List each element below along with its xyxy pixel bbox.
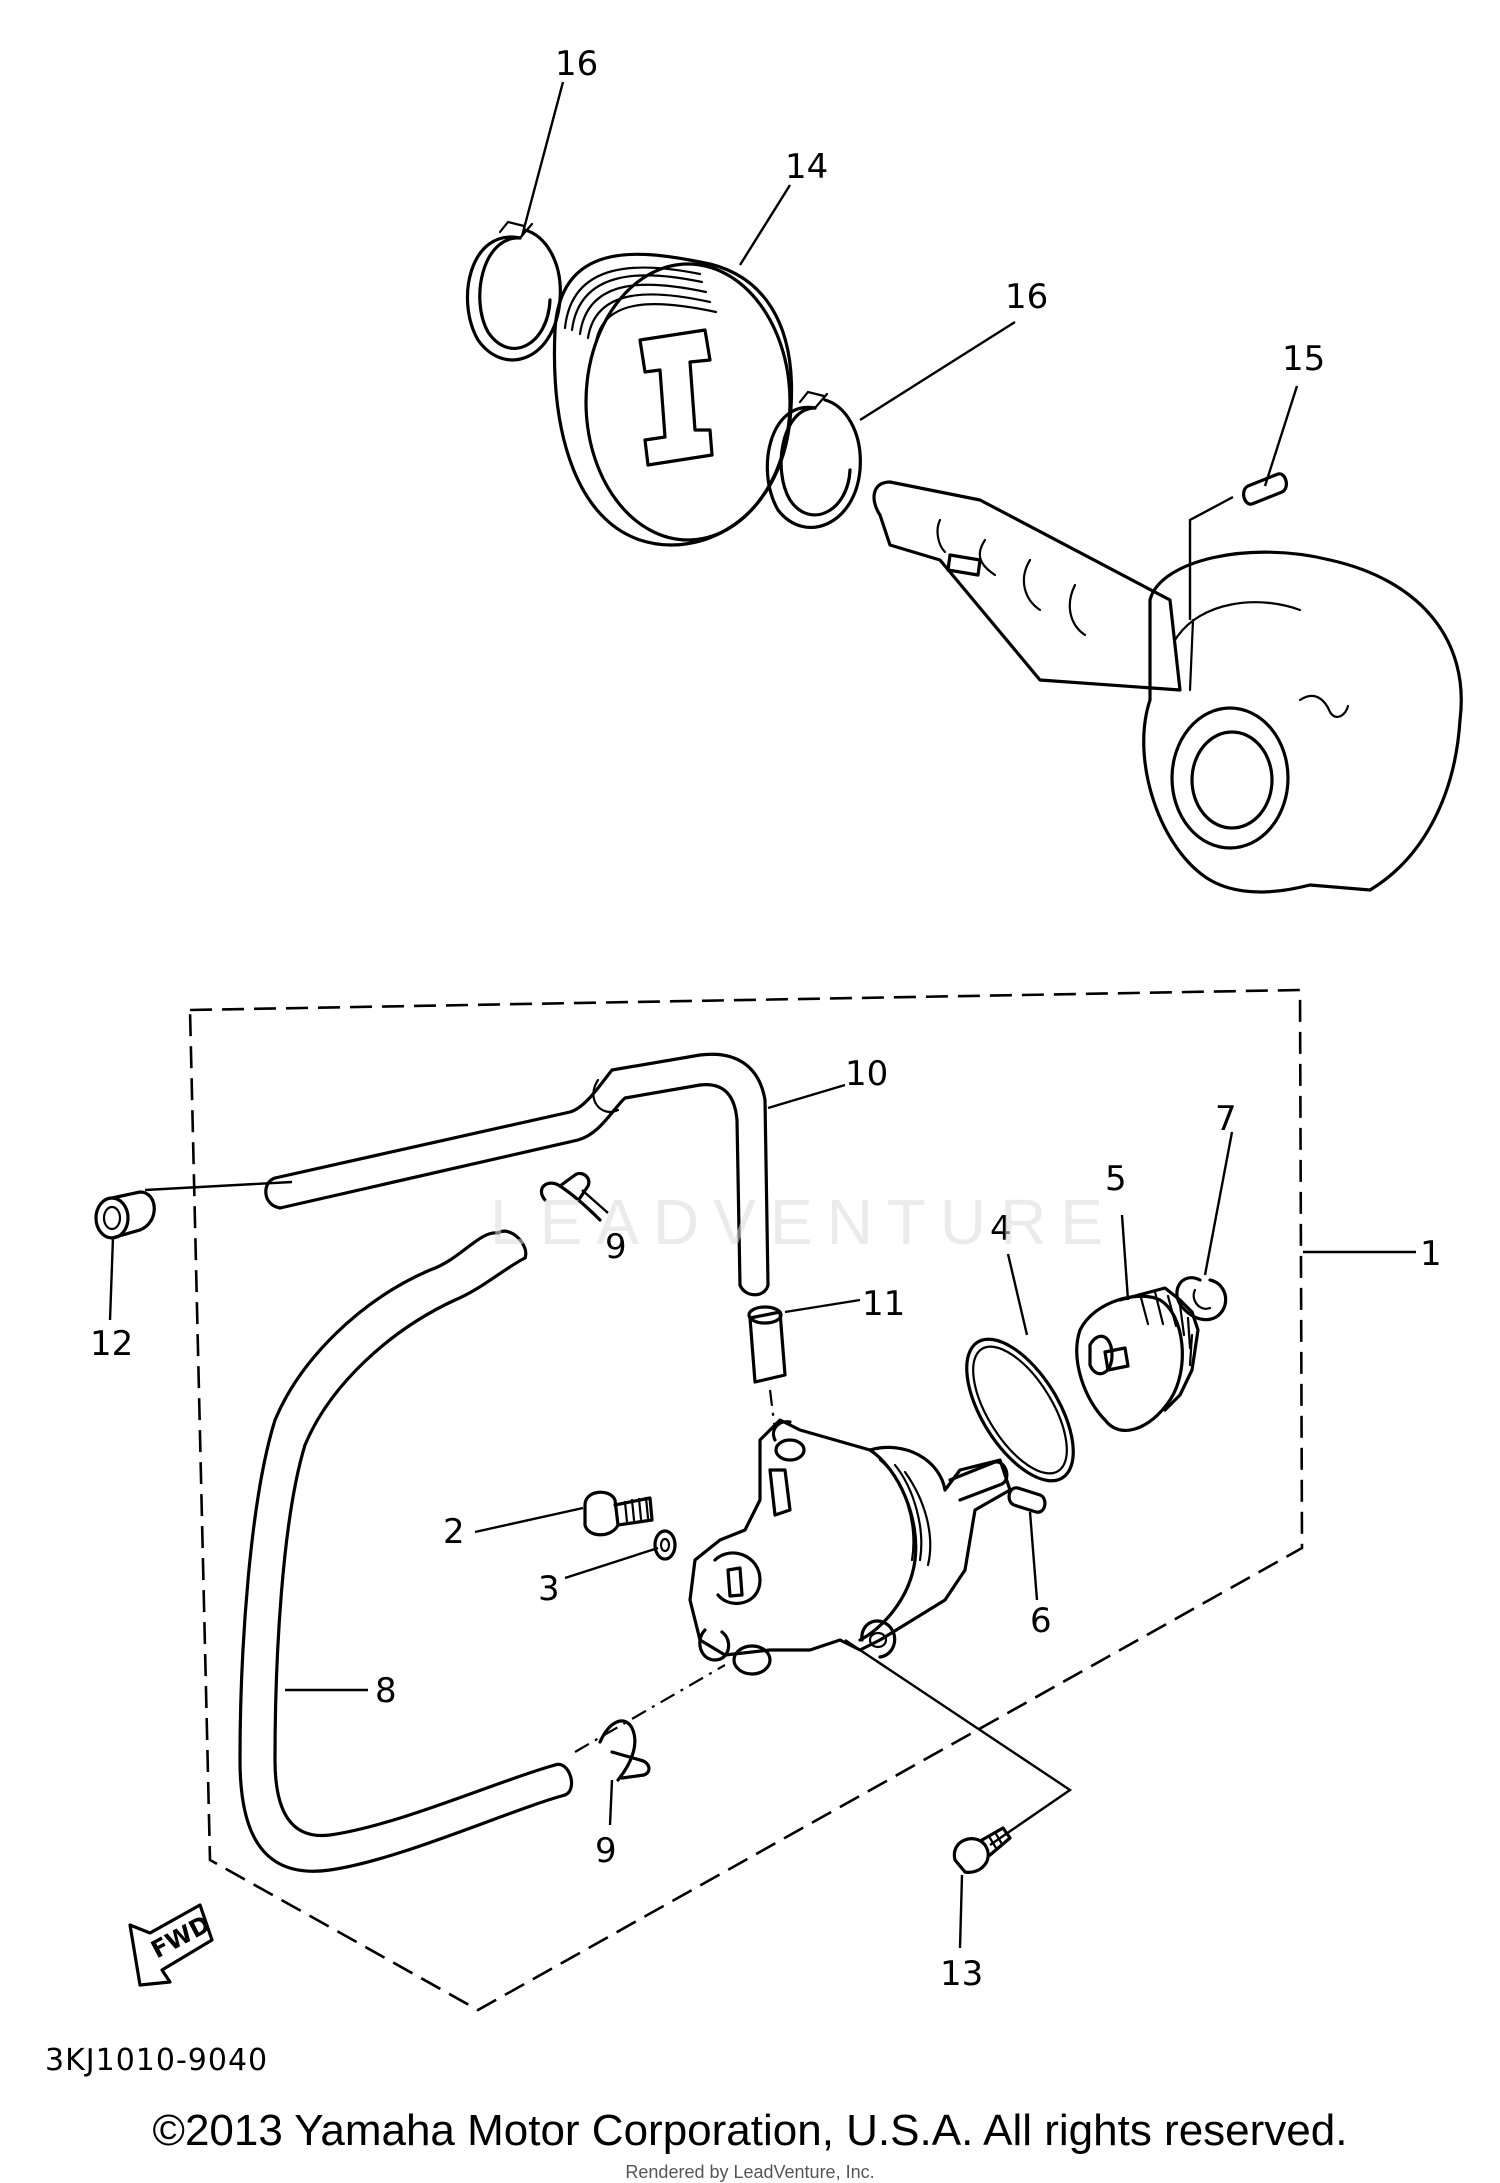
callout-10: 10: [845, 1054, 888, 1094]
pin-6: [1007, 1486, 1047, 1514]
o-ring-4: [965, 1337, 1075, 1483]
rendered-by-notice: Rendered by LeadVenture, Inc.: [625, 2162, 875, 2182]
hose-10: [264, 1052, 770, 1297]
callout-5: 5: [1105, 1159, 1127, 1199]
callout-15: 15: [1282, 339, 1325, 379]
assembly-boundary: [188, 988, 1304, 2012]
impeller-shaft-assembly: [872, 480, 1463, 894]
circlip-16-right: [765, 390, 862, 529]
callout-14: 14: [785, 147, 828, 187]
leader-lines: [108, 81, 1416, 1949]
callout-2: 2: [443, 1512, 465, 1552]
pin-15: [1242, 472, 1288, 506]
fwd-arrow: FWD: [128, 1903, 215, 1987]
callout-9-lower: 9: [595, 1831, 617, 1871]
alignment-line-upper: [768, 1389, 777, 1431]
callout-8: 8: [375, 1671, 397, 1711]
circlip-7: [1175, 1276, 1228, 1322]
hose-clip-9-upper: [539, 1171, 602, 1222]
callout-7: 7: [1215, 1099, 1237, 1139]
callout-9-upper: 9: [605, 1227, 627, 1267]
callout-16-upper-right: 16: [1005, 277, 1048, 317]
hose-8: [238, 1229, 574, 1873]
callout-13: 13: [940, 1954, 983, 1994]
screw-13: [952, 1826, 1012, 1874]
copyright-notice: ©2013 Yamaha Motor Corporation, U.S.A. A…: [152, 2106, 1348, 2155]
washer-3: [653, 1529, 677, 1561]
callout-12: 12: [90, 1324, 133, 1364]
alignment-line-lower: [574, 1664, 726, 1753]
collar-12: [94, 1190, 156, 1240]
circlip-16-left: [465, 220, 562, 362]
hose-clip-9-lower: [598, 1719, 651, 1782]
callout-11: 11: [862, 1284, 905, 1324]
fitting-11: [747, 1305, 787, 1384]
callout-4: 4: [990, 1209, 1012, 1249]
callout-16-upper-left: 16: [555, 44, 598, 84]
pulley-14: [552, 252, 794, 547]
oil-pump-body: [688, 1418, 1012, 1676]
bolt-2: [583, 1490, 654, 1537]
diagram-code: 3KJ1010-9040: [45, 2043, 268, 2078]
gear-5: [1075, 1286, 1200, 1432]
watermark: LEADVENTURE: [490, 1186, 1117, 1258]
callout-3: 3: [538, 1569, 560, 1609]
callout-6: 6: [1030, 1601, 1052, 1641]
callout-1: 1: [1420, 1234, 1442, 1274]
